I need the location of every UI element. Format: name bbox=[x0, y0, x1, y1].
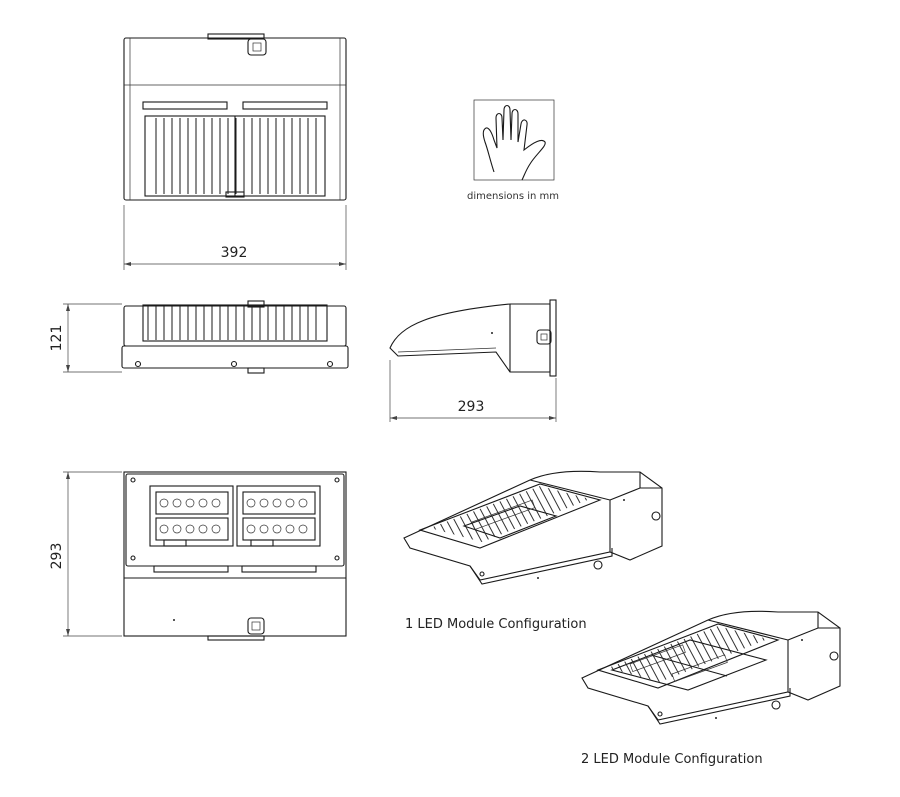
profile-view bbox=[389, 299, 557, 377]
hand-icon: dimensions in mm bbox=[467, 99, 559, 202]
icon-caption: dimensions in mm bbox=[467, 191, 559, 202]
width-label: 392 bbox=[221, 245, 248, 261]
depth-bottom-dimension: 293 bbox=[49, 471, 122, 637]
bottom-view bbox=[123, 471, 347, 641]
depth-side-dimension: 293 bbox=[389, 360, 557, 422]
front-view bbox=[123, 33, 347, 201]
caption-one-module: 1 LED Module Configuration bbox=[405, 617, 587, 632]
depth-side-label: 293 bbox=[458, 399, 485, 415]
side-view bbox=[121, 300, 349, 374]
depth-bottom-label: 293 bbox=[49, 543, 65, 570]
height-dimension: 121 bbox=[49, 303, 122, 373]
iso-view-two-modules: 2 LED Module Configuration bbox=[581, 610, 841, 767]
height-label: 121 bbox=[49, 325, 65, 352]
width-dimension: 392 bbox=[123, 205, 347, 270]
caption-two-modules: 2 LED Module Configuration bbox=[581, 752, 763, 767]
iso-view-one-module: 1 LED Module Configuration bbox=[403, 470, 663, 632]
